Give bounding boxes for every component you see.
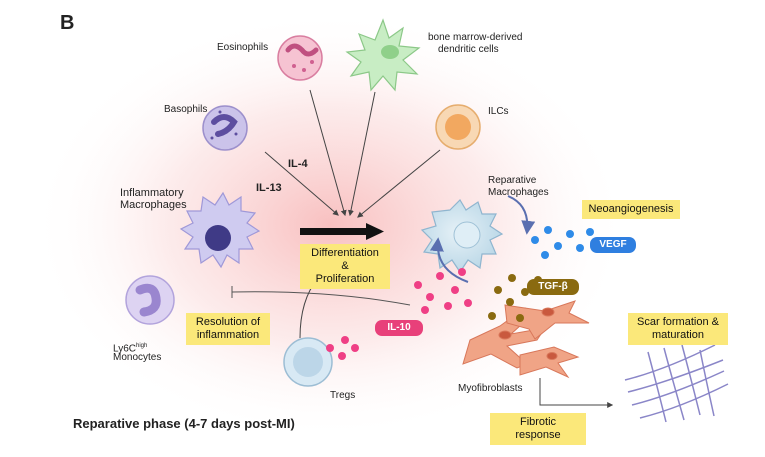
dendritic-cell [345,18,421,92]
eosinophils-label: Eosinophils [217,42,269,53]
dendritic-label-line2: dendritic cells [438,44,499,55]
scar-formation-box: Scar formation & maturation [628,313,728,345]
fibrotic-arrow [539,378,614,408]
inflammatory-label-line2: Macrophages [120,199,187,211]
reparative-macrophage-cell [420,199,504,274]
differentiation-arrow [300,223,384,240]
neoangiogenesis-box: Neoangiogenesis [582,200,680,219]
tgfb-badge: TGF-β [527,279,579,295]
resolution-box: Resolution of inflammation [186,313,270,345]
ilcs-label: ILCs [488,106,509,117]
il10-badge: IL-10 [375,320,423,336]
ly6c-label-line1: Ly6Chigh [113,343,148,355]
panel-letter: B [60,12,75,34]
vegf-badge: VEGF [590,237,636,253]
tregs-label: Tregs [330,390,356,401]
ly6c-monocyte-cell [125,275,175,325]
phase-caption: Reparative phase (4-7 days post-MI) [73,416,295,431]
differentiation-box: Differentiation & Proliferation [300,244,390,289]
il13-label: IL-13 [256,182,282,194]
reparative-label-line2: Macrophages [488,187,549,198]
reparative-label-line1: Reparative [488,175,537,186]
myofibroblasts-label: Myofibroblasts [458,383,523,394]
il10-dots [326,268,472,360]
treg-cell [283,337,333,387]
resolution-inhibition [231,286,411,306]
myofibroblast-cells [462,300,590,379]
inflammatory-label-line1: Inflammatory [120,187,184,199]
ilc-cell [435,104,481,150]
eosinophil-cell [277,35,323,81]
ly6c-label-line2: Monocytes [113,352,162,363]
il4-label: IL-4 [288,158,308,170]
basophils-label: Basophils [164,104,208,115]
background-glow [30,10,630,440]
basophil-cell [202,105,248,151]
inflammatory-macrophage-cell [179,191,261,269]
vegf-dots [531,226,594,259]
input-arrows [264,89,441,218]
dendritic-label-line1: bone marrow-derived [428,32,523,43]
scar-mesh [624,344,729,423]
reparative-to-vegf-arrow [507,195,536,235]
fibrotic-response-box: Fibrotic response [490,413,586,445]
il10-to-reparative-arrow [429,237,469,283]
